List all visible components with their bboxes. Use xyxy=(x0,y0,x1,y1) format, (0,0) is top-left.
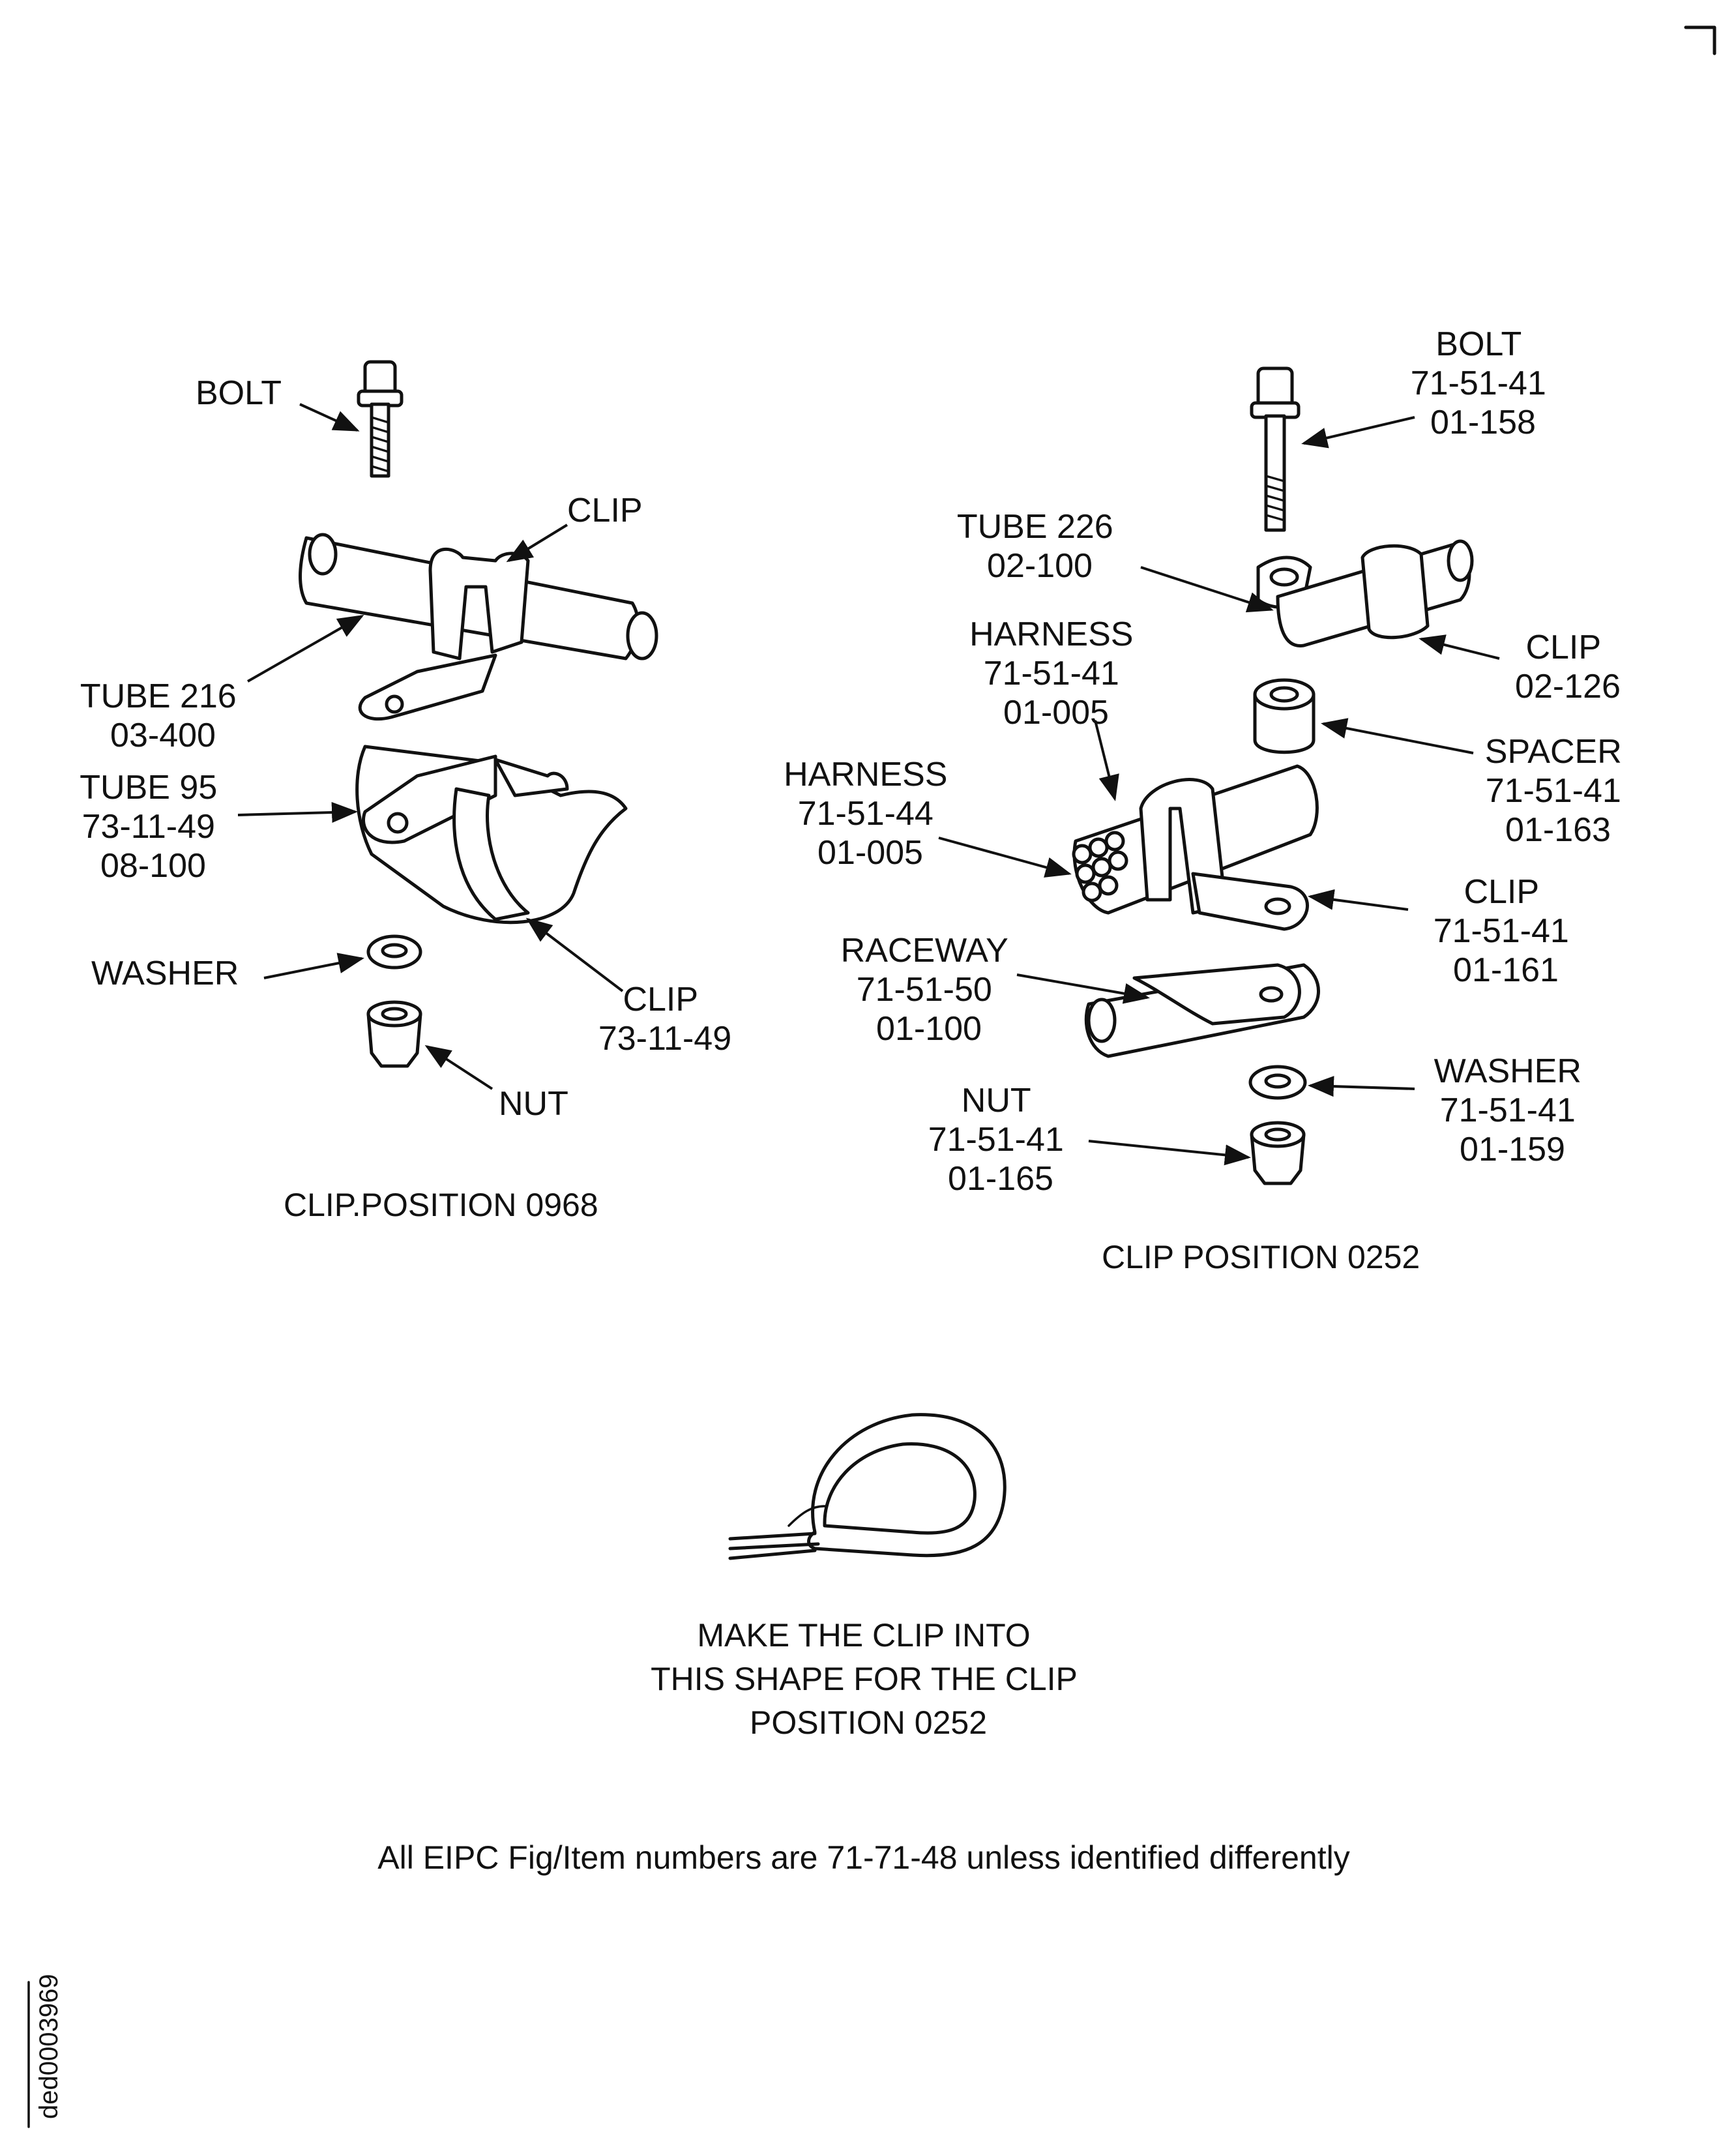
left-assembly: BOLT CLIP TUBE 216 03-400 TUBE 95 73-11-… xyxy=(80,360,731,1223)
corner-mark xyxy=(1684,25,1716,55)
caption-left: CLIP.POSITION 0968 xyxy=(284,1187,598,1223)
label-clip-top-left: CLIP xyxy=(567,492,643,529)
raceway-part xyxy=(1084,963,1320,1058)
spacer-part xyxy=(1253,678,1316,754)
label-harness-71-51-44: HARNESS 71-51-44 01-005 xyxy=(784,756,957,872)
clip-shape-detail: MAKE THE CLIP INTO THIS SHAPE FOR THE CL… xyxy=(651,1413,1086,1741)
tube216-part xyxy=(299,533,658,721)
nut-part-right xyxy=(1250,1121,1306,1185)
label-bolt-left: BOLT xyxy=(196,374,282,412)
label-nut-left: NUT xyxy=(499,1085,568,1123)
label-spacer: SPACER 71-51-41 01-163 xyxy=(1485,733,1631,849)
image-id: ded0003969 xyxy=(35,1974,63,2119)
nut-part-left xyxy=(366,1000,422,1068)
shape-note: MAKE THE CLIP INTO THIS SHAPE FOR THE CL… xyxy=(651,1617,1086,1741)
label-clip-02-126: CLIP 02-126 xyxy=(1515,629,1621,705)
footer-note: All EIPC Fig/Item numbers are 71-71-48 u… xyxy=(377,1839,1349,1876)
label-clip-01-161: CLIP 71-51-41 01-161 xyxy=(1434,873,1579,989)
bolt-part-right xyxy=(1250,366,1301,532)
label-tube226: TUBE 226 02-100 xyxy=(957,508,1123,585)
label-washer-right: WASHER 71-51-41 01-159 xyxy=(1434,1052,1591,1168)
label-bolt-right: BOLT 71-51-41 01-158 xyxy=(1411,325,1556,441)
label-nut-right: NUT 71-51-41 01-165 xyxy=(928,1082,1074,1198)
right-assembly: BOLT 71-51-41 01-158 TUBE 226 02-100 CLI… xyxy=(784,325,1631,1275)
label-washer-left: WASHER xyxy=(91,955,239,992)
label-raceway: RACEWAY 71-51-50 01-100 xyxy=(841,932,1018,1048)
bolt-part-left xyxy=(357,360,404,478)
harness-bundle-part xyxy=(1072,764,1319,931)
tube226-part xyxy=(1256,539,1474,647)
washer-part-left xyxy=(366,934,422,970)
label-harness-71-51-41: HARNESS 71-51-41 01-005 xyxy=(969,616,1143,732)
washer-part-right xyxy=(1248,1065,1307,1100)
label-tube216: TUBE 216 03-400 xyxy=(80,677,246,754)
tube95-part xyxy=(355,745,628,925)
label-tube95: TUBE 95 73-11-49 08-100 xyxy=(80,769,226,885)
label-clip-bottom-left: CLIP 73-11-49 xyxy=(598,981,731,1058)
caption-right: CLIP POSITION 0252 xyxy=(1102,1239,1420,1275)
